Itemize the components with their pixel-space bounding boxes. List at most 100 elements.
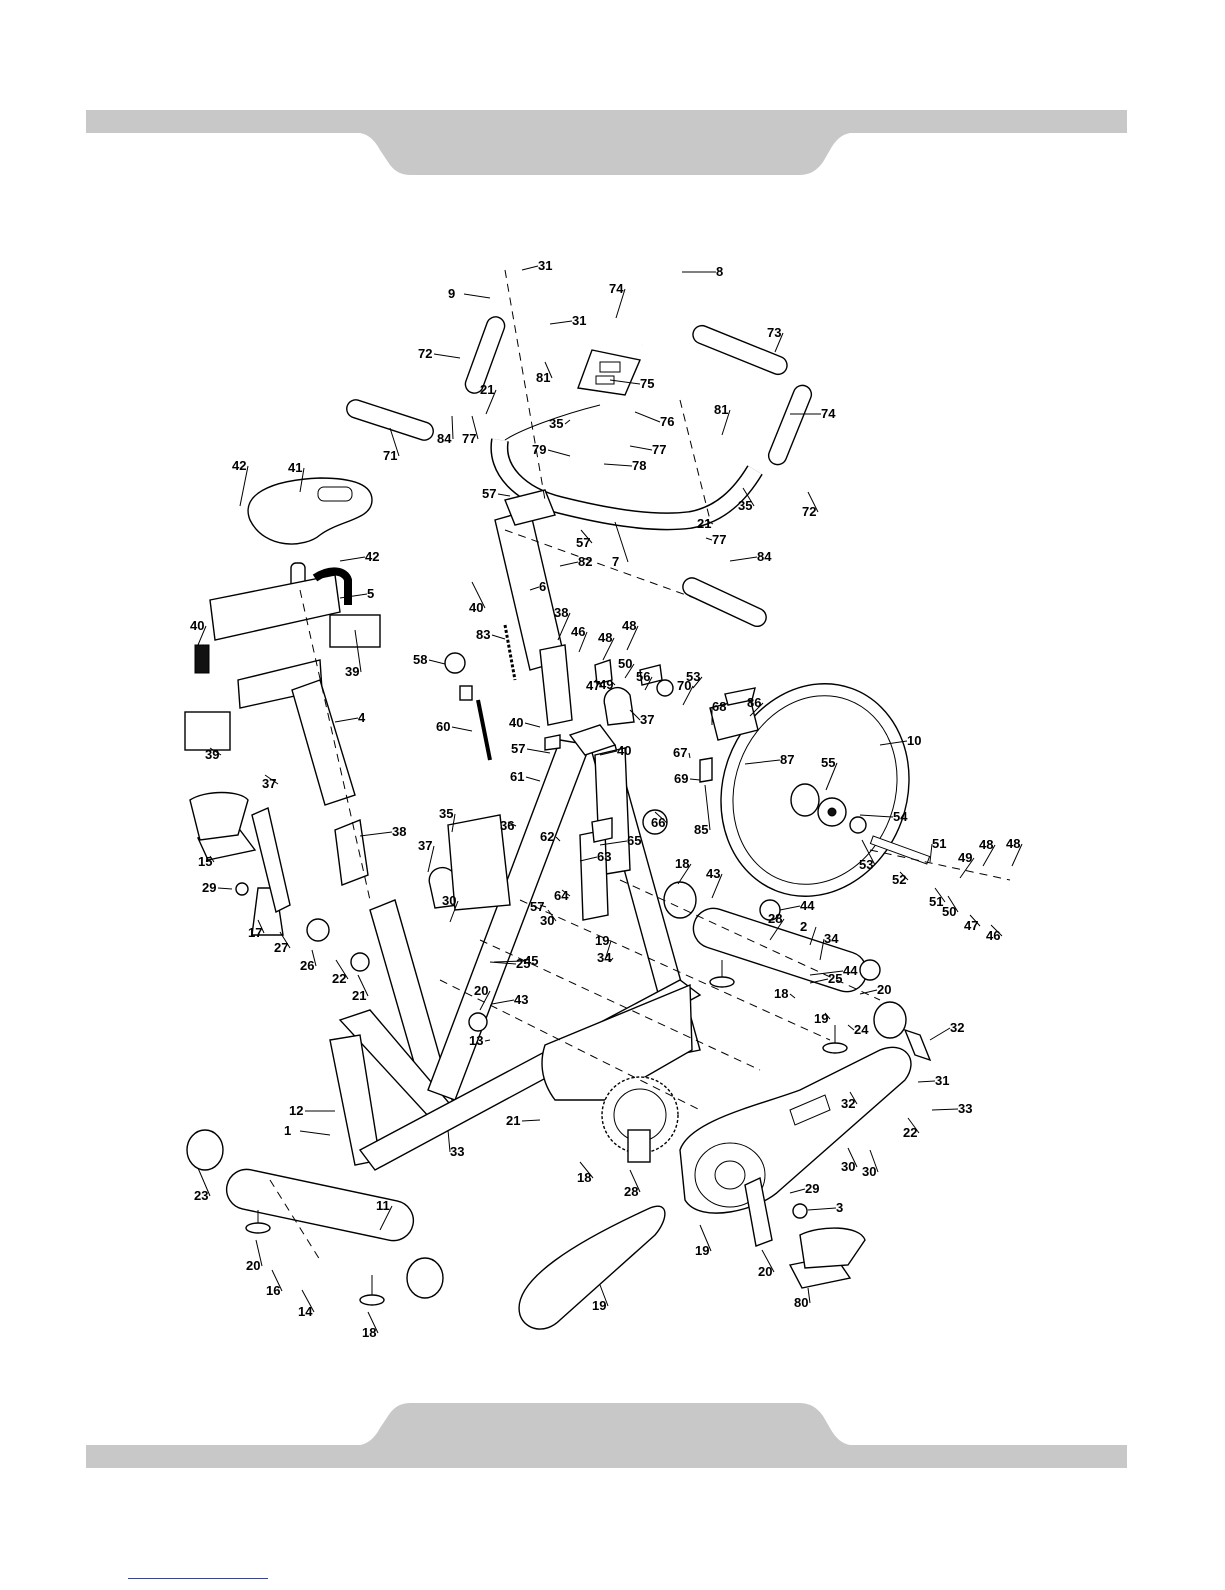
leader-line <box>807 1287 811 1304</box>
callout-number: 21 <box>506 1113 520 1128</box>
callout-21: 21 <box>506 1113 541 1128</box>
footer-link-underline[interactable] <box>128 1578 268 1579</box>
bracket-64 <box>579 829 609 921</box>
leader-line <box>599 840 628 846</box>
leader-line <box>217 887 233 890</box>
callout-57: 57 <box>511 741 551 756</box>
callout-number: 46 <box>571 624 585 639</box>
callout-number: 1 <box>284 1123 291 1138</box>
leader-line <box>451 726 473 732</box>
callout-number: 47 <box>964 918 978 933</box>
callout-number: 29 <box>805 1181 819 1196</box>
callout-2: 2 <box>800 919 817 946</box>
leader-line <box>544 361 553 379</box>
callout-70: 70 <box>677 678 694 706</box>
leader-line <box>264 774 279 785</box>
callout-number: 13 <box>469 1033 483 1048</box>
callout-number: 29 <box>202 880 216 895</box>
leader-line <box>471 581 486 609</box>
callout-21: 21 <box>352 974 369 1003</box>
callout-number: 16 <box>266 1283 280 1298</box>
seat-41 <box>247 477 373 545</box>
callout-number: 10 <box>907 733 921 748</box>
callout-number: 3 <box>836 1200 843 1215</box>
leader-line <box>547 909 557 922</box>
leader-line <box>602 637 615 661</box>
callout-number: 25 <box>516 956 530 971</box>
leader-line <box>239 465 249 507</box>
bearing-53-lower <box>849 816 867 834</box>
callout-34: 34 <box>597 950 614 965</box>
callout-number: 63 <box>597 849 611 864</box>
callout-43: 43 <box>491 992 528 1007</box>
callout-number: 27 <box>274 940 288 955</box>
belt-80 <box>518 1205 666 1330</box>
callout-46: 46 <box>986 924 1003 943</box>
callout-47: 47 <box>586 678 603 693</box>
leader-line <box>389 427 400 457</box>
callout-number: 73 <box>767 325 781 340</box>
callout-82: 82 <box>559 554 592 569</box>
leader-line <box>626 625 639 651</box>
leader-line <box>629 709 641 721</box>
callout-number: 14 <box>298 1304 313 1319</box>
leader-line <box>335 959 349 980</box>
leader-line <box>491 999 515 1005</box>
callout-number: 39 <box>345 664 359 679</box>
callout-37: 37 <box>629 709 654 727</box>
callout-40: 40 <box>599 743 631 758</box>
callout-number: 43 <box>514 992 528 1007</box>
callout-29: 29 <box>202 880 233 895</box>
callout-number: 26 <box>300 958 314 973</box>
leader-line <box>809 978 829 984</box>
leveler-19-a <box>245 1210 271 1234</box>
callout-8: 8 <box>682 264 723 279</box>
rod-60 <box>476 699 492 761</box>
callout-18: 18 <box>362 1311 379 1340</box>
callout-32: 32 <box>929 1020 964 1041</box>
callout-49: 49 <box>958 850 975 879</box>
leader-line <box>493 960 525 963</box>
leader-line <box>271 1269 283 1292</box>
callout-number: 80 <box>794 1295 808 1310</box>
leader-line <box>578 631 588 653</box>
leader-line <box>847 1147 858 1168</box>
callout-1: 1 <box>284 1123 331 1138</box>
chain-guard-hub <box>714 1160 746 1190</box>
callout-48: 48 <box>979 837 996 867</box>
handlebar-top-fill <box>517 237 686 346</box>
callout-34: 34 <box>819 931 839 961</box>
callout-number: 35 <box>549 416 563 431</box>
leader-line <box>917 1080 936 1083</box>
callout-52: 52 <box>892 871 909 887</box>
bushing-46 <box>594 659 613 685</box>
leader-line <box>721 409 731 436</box>
callout-64: 64 <box>554 888 571 903</box>
callout-28: 28 <box>768 911 785 941</box>
leader-line <box>257 919 265 934</box>
callout-77: 77 <box>629 442 666 457</box>
callout-number: 46 <box>986 928 1000 943</box>
leader-line <box>549 320 573 325</box>
leader-line <box>769 918 785 941</box>
leader-line <box>779 905 801 911</box>
callout-number: 39 <box>205 747 219 762</box>
leader-line <box>339 556 366 562</box>
callout-number: 31 <box>572 313 586 328</box>
callout-63: 63 <box>579 849 611 864</box>
stem-bracket <box>504 489 556 526</box>
leader-line <box>789 993 796 999</box>
callout-number: 70 <box>677 678 691 693</box>
leader-line <box>559 561 579 567</box>
callout-51: 51 <box>929 887 946 909</box>
callout-number: 19 <box>595 933 609 948</box>
leader-line <box>729 556 758 562</box>
callout-28: 28 <box>624 1169 641 1199</box>
callout-number: 44 <box>800 898 815 913</box>
callout-number: 87 <box>780 752 794 767</box>
sprocket-center <box>827 807 837 817</box>
brake-top-86 <box>724 687 756 706</box>
callout-38: 38 <box>554 605 571 641</box>
callout-number: 57 <box>530 899 544 914</box>
leader-line <box>379 1205 393 1231</box>
